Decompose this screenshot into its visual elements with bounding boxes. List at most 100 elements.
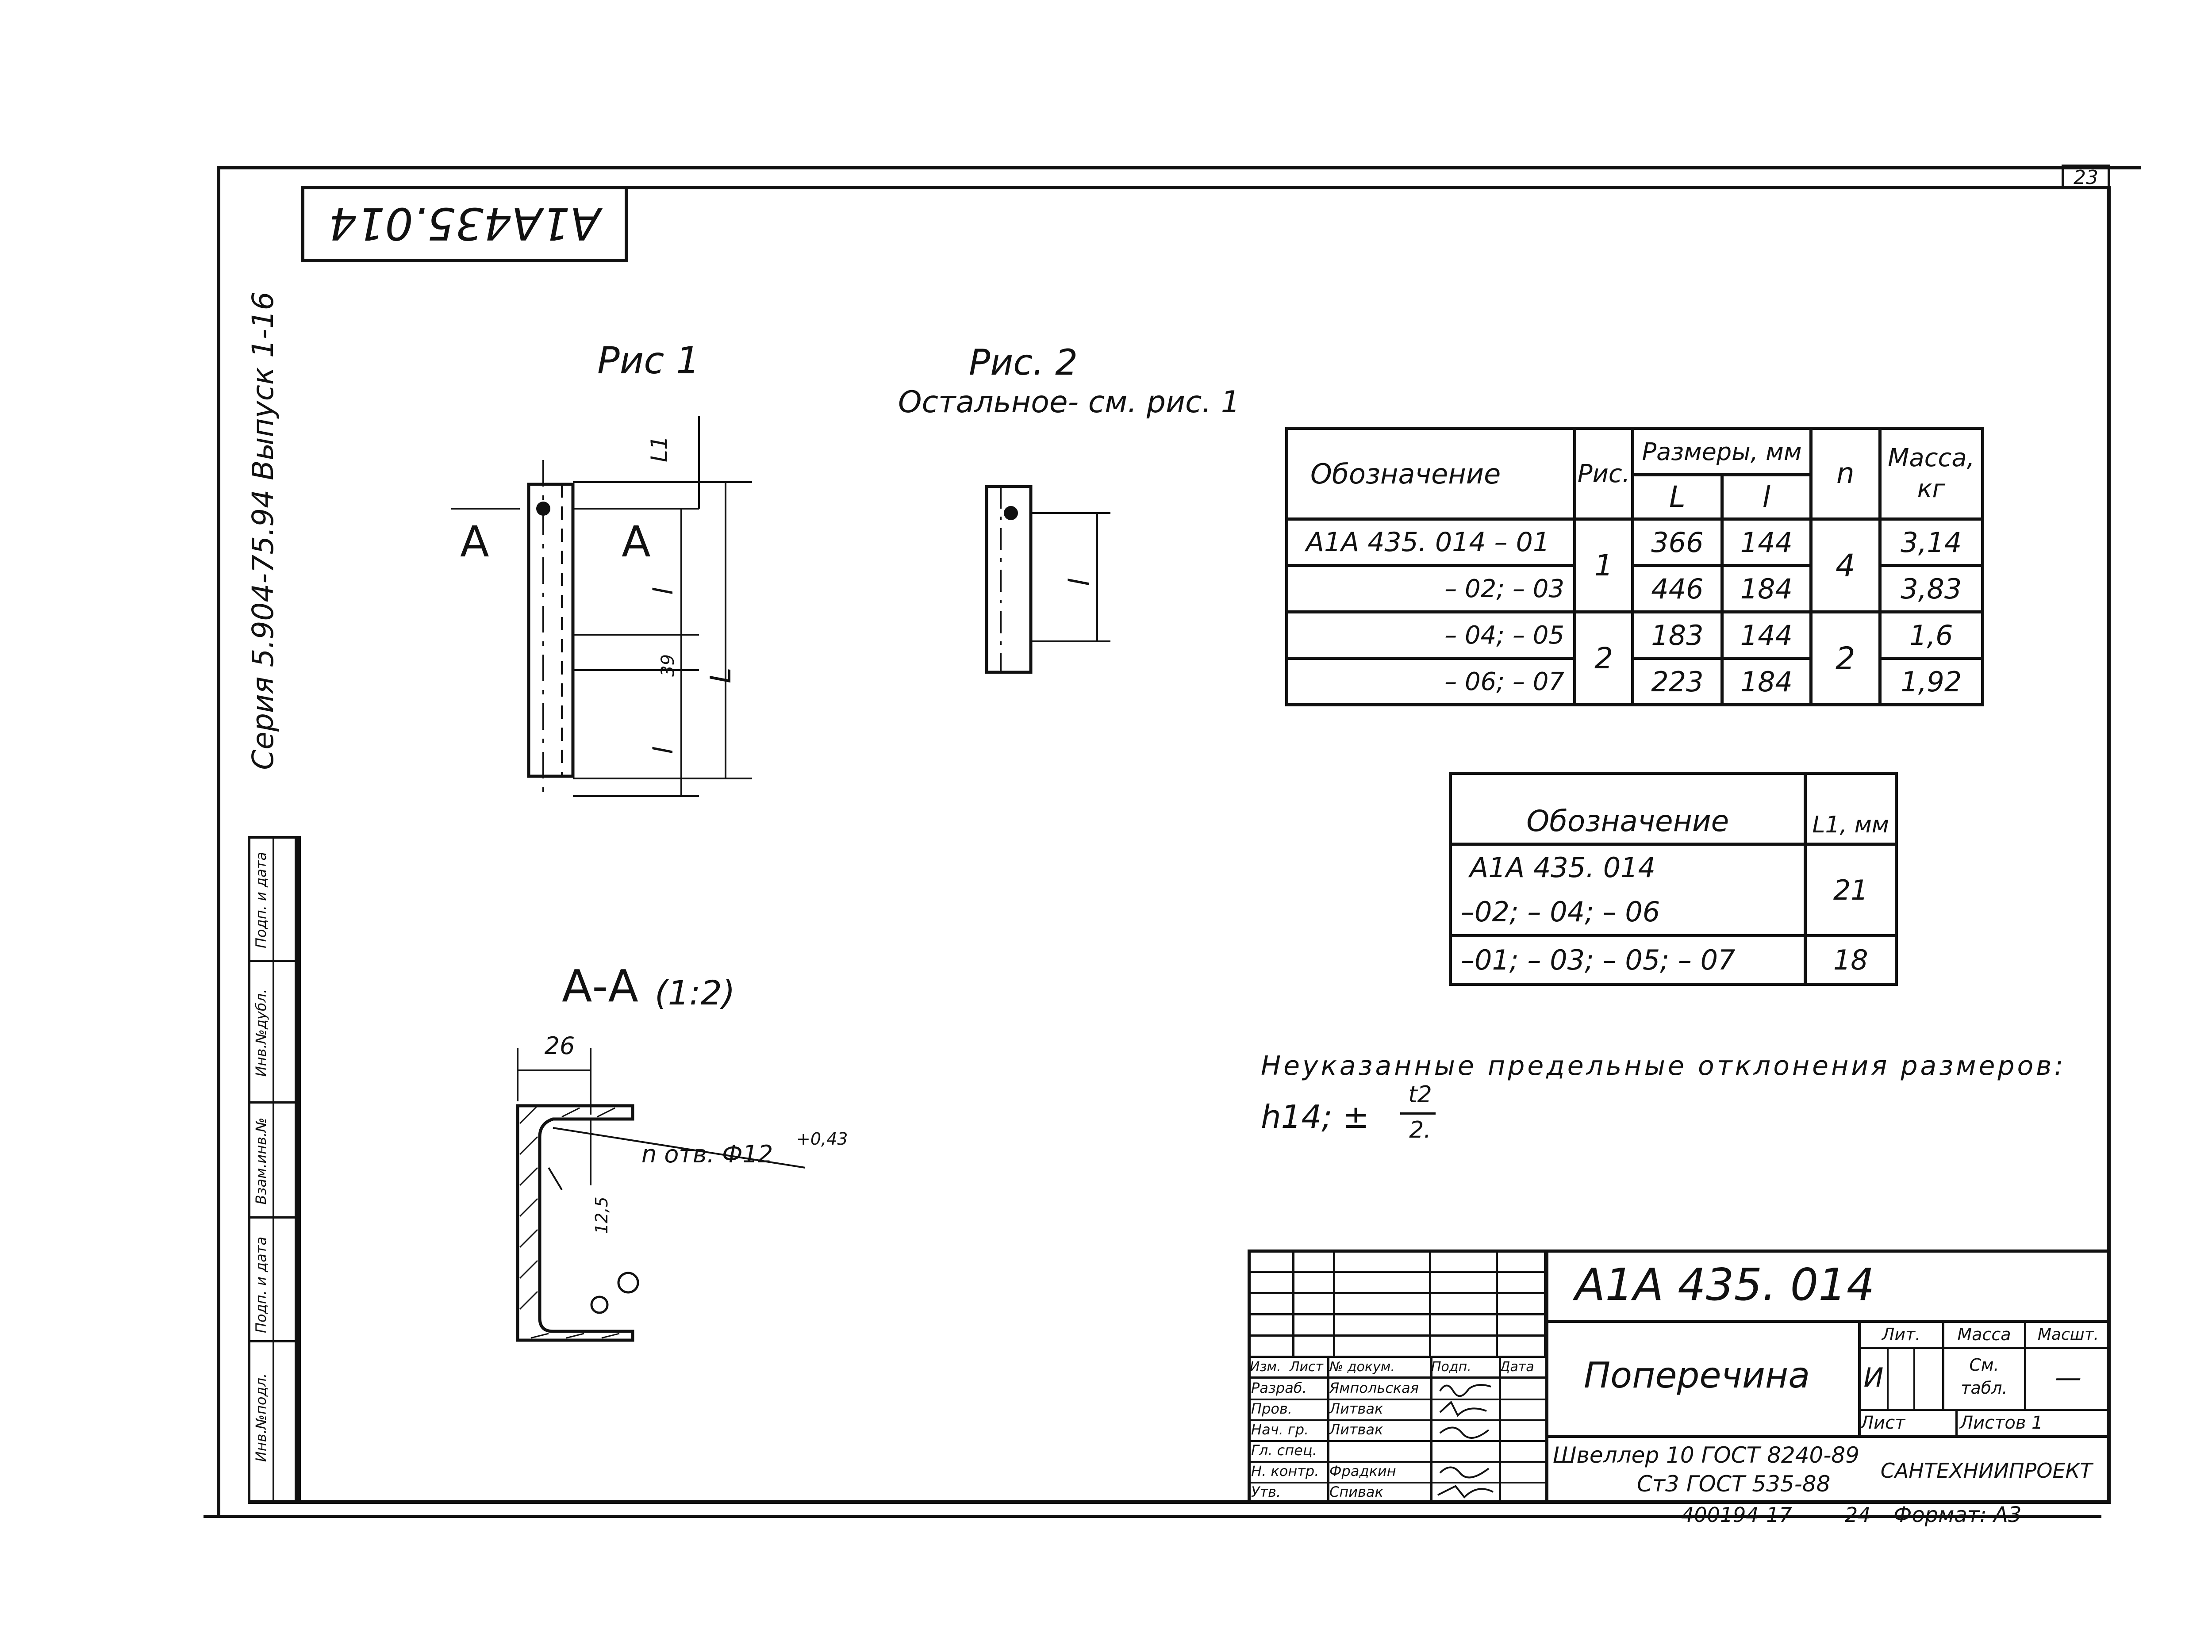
title-block-col-doc: № докум. [1329,1359,1395,1375]
role-n-kontr: Н. контр. [1251,1463,1319,1480]
role-prov-name: Литвак [1329,1400,1383,1417]
main-table-header-sizes: Размеры, мм [1631,427,1813,476]
title-block-col-izm: Изм. [1250,1359,1281,1375]
title-block-mass-header: Масса [1957,1325,2011,1344]
tolerance-note-line-1: Неуказанные предельные отклонения размер… [1261,1050,2066,1081]
section-aa-scale: (1:2) [655,973,735,1012]
section-aa-tolerance: +0,43 [796,1129,848,1149]
table-row-2-designation: – 02; – 03 [1285,564,1577,613]
title-block-col-sign: Подп. [1431,1359,1471,1375]
table-row-2-l: 184 [1720,564,1813,613]
table-row-4-mass: 1,92 [1878,657,1985,706]
role-prov: Пров. [1251,1400,1292,1417]
frame-inner-top [301,186,2110,189]
main-table-header-mass: Масса, кг [1878,427,1985,521]
title-block-sheets-label: Листов 1 [1960,1413,2043,1433]
tolerance-frac-num: t2 [1408,1081,1432,1108]
main-table-header-fig: Рис. [1573,427,1635,521]
section-aa-title: А-А [562,960,638,1012]
table-row-4-L: 223 [1631,657,1724,706]
fig2-dim-l: l [1063,578,1095,586]
side-stamp-label-5: Подп. и дата [253,852,269,948]
role-utv: Утв. [1251,1483,1281,1500]
role-utv-name: Спивак [1329,1483,1383,1500]
table-row-3-L: 183 [1631,610,1724,660]
title-block-lit-header: Лит. [1882,1325,1921,1344]
frame-inner-left [297,836,301,1504]
title-block-name: Поперечина [1584,1355,1810,1396]
section-aa-dim-12-5: 12,5 [592,1196,611,1234]
l1-table-row-2-value: 18 [1803,934,1898,986]
side-stamp-label-1: Инв.№подл. [253,1373,269,1462]
title-block-designation: А1А 435. 014 [1575,1259,1875,1311]
table-row-3-mass: 1,6 [1878,610,1985,660]
fig2-note: Остальное- см. рис. 1 [898,385,1240,420]
l1-table-row-1-value: 21 [1803,843,1898,937]
frame-inner-right [2107,186,2111,1504]
side-stamp-label-3: Взам.инв.№ [253,1117,269,1205]
tolerance-note-line-2: h14; ± [1261,1098,1369,1135]
main-table-header-l: l [1720,473,1813,521]
main-table: Обозначение Рис. Размеры, мм n Масса, кг… [1285,427,1985,706]
l1-table-row-1-line-2: –02; – 04; – 06 [1461,896,1660,928]
fig2-drawing [985,485,1110,674]
title-block-revisions [1248,1250,1546,1358]
table-row-1-designation: А1А 435. 014 – 01 [1285,517,1577,567]
side-stamp-label-2: Подп. и дата [253,1237,269,1333]
title-block-scale-value: — [2055,1362,2081,1393]
table-row-1-L: 366 [1631,517,1724,567]
title-block-col-list: Лист [1290,1359,1324,1375]
table-row-2-mass: 3,83 [1878,564,1985,613]
table-row-4-designation: – 06; – 07 [1285,657,1577,706]
role-gl-spec-name [1329,1440,1431,1460]
fig1-dim-l-upper: l [648,587,679,595]
rotated-designation-box [301,189,628,262]
frame-left [217,166,220,1515]
table-row-3-designation: – 04; – 05 [1285,610,1577,660]
rotated-designation: A1A435.014 [329,198,600,249]
main-table-header-designation: Обозначение [1285,427,1577,521]
signatures [1437,1384,1494,1499]
series-text: Серия 5.904-75.94 Выпуск 1-16 [246,291,280,770]
table-row-1-l: 144 [1720,517,1813,567]
table-fig-group-1: 1 [1573,517,1635,613]
fig1-dim-l1: L1 [646,436,672,462]
title-block-roles: Разраб. Ямпольская Пров. Литвак Нач. гр.… [1248,1378,1546,1504]
main-table-header-L: L [1631,473,1724,521]
table-row-3-l: 144 [1720,610,1813,660]
fig1-section-right: А [622,517,651,567]
title-block-material-line-2: Ст3 ГОСТ 535-88 [1637,1471,1831,1497]
format-label: Формат: А3 [1893,1503,2022,1527]
title-block-org: САНТЕХНИИПРОЕКТ [1880,1459,2093,1483]
role-razrab: Разраб. [1251,1380,1307,1396]
fig1-dim-39: 39 [658,654,678,677]
title-block-material-line-1: Швеллер 10 ГОСТ 8240-89 [1553,1442,1859,1468]
table-row-1-mass: 3,14 [1878,517,1985,567]
side-stamp-label-4: Инв.№дубл. [253,989,269,1077]
l1-table-row-2: –01; – 03; – 05; – 07 [1449,934,1807,986]
l1-table-header-designation: Обозначение [1449,772,1807,846]
frame-top [217,166,2141,169]
title-block-sheet-label: Лист [1860,1413,1905,1433]
l1-table-header-l1: L1, мм [1803,772,1898,846]
role-n-kontr-name: Фрадкин [1329,1463,1396,1480]
table-fig-group-2: 2 [1573,610,1635,706]
title-block-scale-header: Масшт. [2037,1326,2099,1344]
table-row-2-L: 446 [1631,564,1724,613]
fig1-dim-l-lower: l [648,747,679,754]
l1-table: Обозначение L1, мм А1А 435. 014 –02; – 0… [1449,772,1898,986]
tolerance-frac-bar [1400,1112,1436,1115]
table-n-group-2: 2 [1809,610,1882,706]
role-gl-spec: Гл. спец. [1251,1442,1317,1459]
title-block-mass-value: См. табл. [1961,1355,2008,1398]
fig1-dim-L: L [705,667,737,683]
l1-table-row-1-line-1: А1А 435. 014 [1470,851,1656,884]
section-aa-hole-note: n отв. Ф12 [641,1140,773,1168]
title-block-col-date: Дата [1500,1359,1534,1375]
title-block-lit-value: И [1863,1362,1884,1393]
l1-table-row-1: А1А 435. 014 –02; – 04; – 06 [1449,843,1807,937]
main-table-header-n: n [1809,427,1882,521]
tolerance-frac-den: 2. [1409,1117,1431,1143]
frame-bottom-outer [204,1515,2101,1518]
fig1-section-left: А [460,517,489,567]
